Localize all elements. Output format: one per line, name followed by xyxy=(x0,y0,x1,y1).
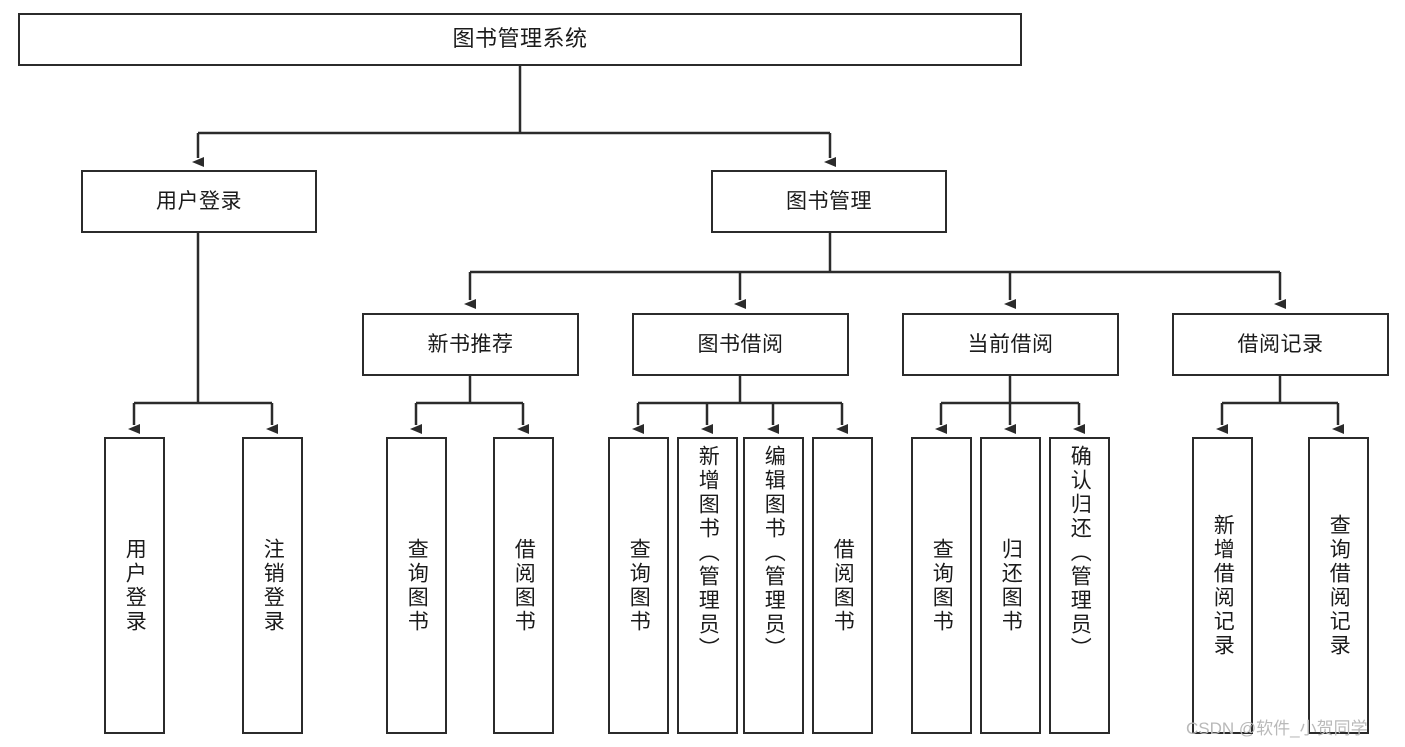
leaf-borrow-books-newbook-label: 借阅图书 xyxy=(512,537,536,634)
leaf-query-books-current[interactable]: 查询图书 xyxy=(911,437,972,734)
leaf-query-books-borrow[interactable]: 查询图书 xyxy=(608,437,669,734)
leaf-edit-book-admin[interactable]: 编辑图书（管理员） xyxy=(743,437,804,734)
leaf-edit-book-admin-label: 编辑图书（管理员） xyxy=(762,445,786,661)
leaf-borrow-books-borrow[interactable]: 借阅图书 xyxy=(812,437,873,734)
node-book-borrow-label: 图书借阅 xyxy=(697,332,784,356)
node-root[interactable]: 图书管理系统 xyxy=(18,13,1022,66)
leaf-borrow-books-newbook[interactable]: 借阅图书 xyxy=(493,437,554,734)
leaf-query-books-borrow-label: 查询图书 xyxy=(627,537,651,634)
node-book-borrow[interactable]: 图书借阅 xyxy=(632,313,849,376)
leaf-user-login-label: 用户登录 xyxy=(123,537,147,634)
leaf-logout[interactable]: 注销登录 xyxy=(242,437,303,734)
node-current-borrow-label: 当前借阅 xyxy=(967,332,1054,356)
leaf-add-borrow-record-label: 新增借阅记录 xyxy=(1211,513,1235,658)
node-new-book-recommend[interactable]: 新书推荐 xyxy=(362,313,579,376)
leaf-return-books[interactable]: 归还图书 xyxy=(980,437,1041,734)
leaf-query-borrow-record-label: 查询借阅记录 xyxy=(1327,513,1351,658)
node-root-label: 图书管理系统 xyxy=(452,26,588,52)
node-current-borrow[interactable]: 当前借阅 xyxy=(902,313,1119,376)
node-new-book-recommend-label: 新书推荐 xyxy=(427,332,514,356)
leaf-query-books-current-label: 查询图书 xyxy=(930,537,954,634)
leaf-confirm-return-admin[interactable]: 确认归还（管理员） xyxy=(1049,437,1110,734)
leaf-add-book-admin[interactable]: 新增图书（管理员） xyxy=(677,437,738,734)
leaf-query-books-newbook-label: 查询图书 xyxy=(405,537,429,634)
leaf-add-borrow-record[interactable]: 新增借阅记录 xyxy=(1192,437,1253,734)
node-book-management[interactable]: 图书管理 xyxy=(711,170,947,233)
leaf-add-book-admin-label: 新增图书（管理员） xyxy=(696,445,720,661)
node-borrow-records[interactable]: 借阅记录 xyxy=(1172,313,1389,376)
watermark-text: CSDN @软件_小贺同学 xyxy=(1186,719,1368,738)
leaf-user-login[interactable]: 用户登录 xyxy=(104,437,165,734)
node-user-login[interactable]: 用户登录 xyxy=(81,170,317,233)
leaf-query-borrow-record[interactable]: 查询借阅记录 xyxy=(1308,437,1369,734)
leaf-return-books-label: 归还图书 xyxy=(999,537,1023,634)
leaf-query-books-newbook[interactable]: 查询图书 xyxy=(386,437,447,734)
leaf-confirm-return-admin-label: 确认归还（管理员） xyxy=(1068,445,1092,661)
node-user-login-label: 用户登录 xyxy=(156,189,242,213)
leaf-logout-label: 注销登录 xyxy=(261,537,285,634)
leaf-borrow-books-borrow-label: 借阅图书 xyxy=(831,537,855,634)
node-book-management-label: 图书管理 xyxy=(786,189,872,213)
node-borrow-records-label: 借阅记录 xyxy=(1237,332,1324,356)
